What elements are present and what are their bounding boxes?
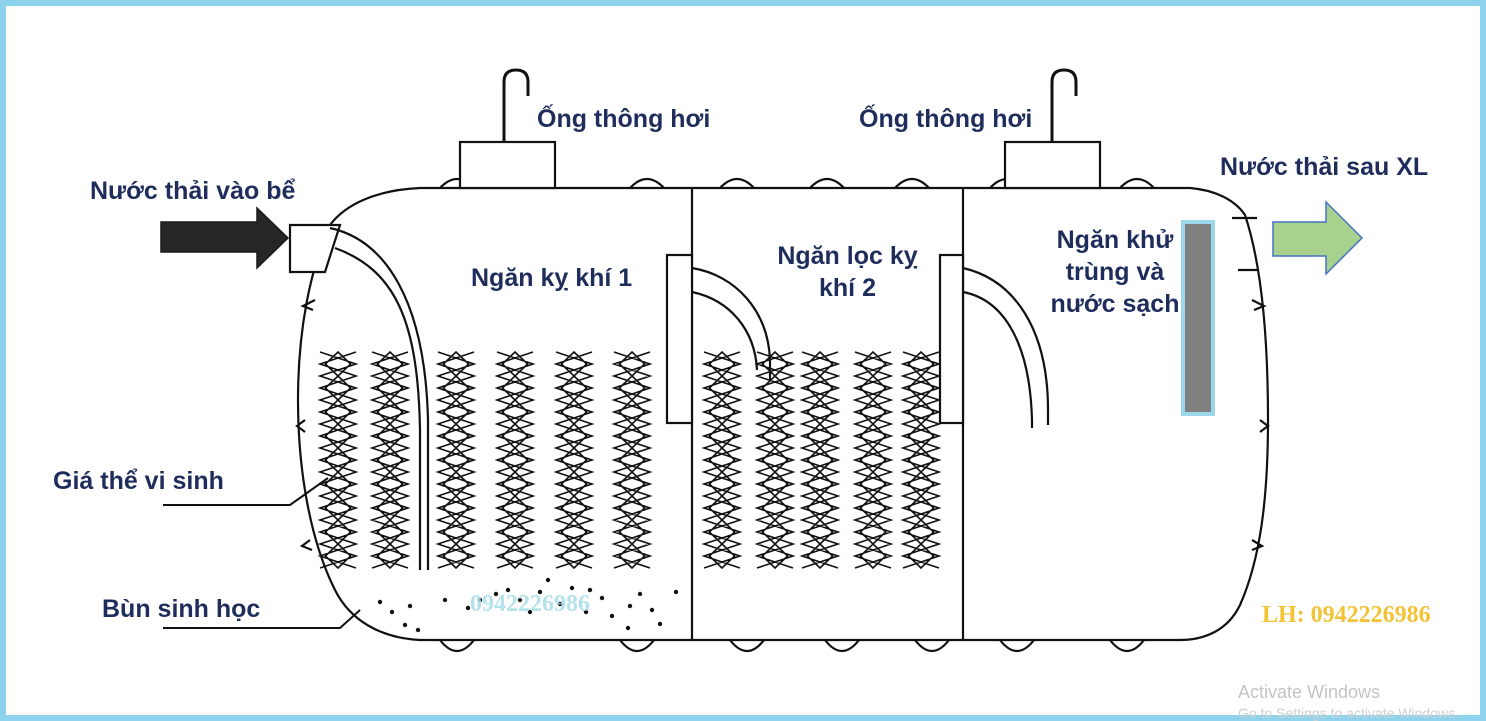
activate-windows-subtitle: Go to Settings to activate Windows. xyxy=(1238,705,1459,721)
inlet-pipe-inner xyxy=(334,246,422,570)
sludge-dot xyxy=(465,605,471,611)
sludge-dot xyxy=(505,587,511,593)
manhole-2 xyxy=(1003,140,1102,190)
bio-media-column xyxy=(900,350,942,570)
sludge-dot xyxy=(389,609,395,615)
sludge-dot xyxy=(599,595,605,601)
chamber-3-label: Ngăn khử trùng và nước sạch xyxy=(1045,224,1185,320)
outlet-pipe xyxy=(1232,216,1257,272)
bio-media-column xyxy=(611,350,653,570)
transfer-pipe-2-inner xyxy=(962,290,1034,428)
sludge-dot xyxy=(493,591,499,597)
sludge-dot xyxy=(377,599,383,605)
bio-media-column xyxy=(553,350,595,570)
sludge-dot xyxy=(517,597,523,603)
bio-media-column xyxy=(701,350,743,570)
contact-phone: LH: 0942226986 xyxy=(1262,602,1431,628)
chamber-2-label: Ngăn lọc kỵ khí 2 xyxy=(770,240,925,304)
chamber-2-label-line-1: Ngăn lọc kỵ xyxy=(777,242,918,270)
inlet-arrow xyxy=(160,206,290,270)
bio-sludge-leader xyxy=(163,609,361,629)
bio-media-column xyxy=(369,350,411,570)
sludge-dot xyxy=(442,597,448,603)
tank-top-ribs xyxy=(439,177,1155,189)
bio-media-column xyxy=(799,350,841,570)
chamber-3-label-line-1: Ngăn khử xyxy=(1056,226,1174,254)
tank-right-ribs xyxy=(1251,299,1270,552)
chamber-3-label-line-2: trùng và xyxy=(1065,258,1165,286)
sludge-dot xyxy=(415,627,421,633)
sludge-dot xyxy=(625,625,631,631)
sludge-dot xyxy=(673,589,679,595)
bio-media-column xyxy=(852,350,894,570)
tank-bottom-ribs xyxy=(439,639,1145,653)
sludge-dot xyxy=(477,597,483,603)
bio-media-column xyxy=(494,350,536,570)
bio-sludge-dots xyxy=(377,577,679,633)
tank-body-outline xyxy=(296,186,1270,642)
sludge-dot xyxy=(545,577,551,583)
outlet-label: Nước thải sau XL xyxy=(1220,153,1429,181)
outlet-arrow xyxy=(1272,200,1364,276)
chamber-1-label: Ngăn kỵ khí 1 xyxy=(471,264,633,292)
transfer-pipe-1-inner xyxy=(691,290,759,371)
sludge-dot xyxy=(557,601,563,607)
manhole-1 xyxy=(458,140,557,190)
bio-media-column xyxy=(317,350,359,570)
tank-left-ribs xyxy=(295,299,316,552)
sludge-dot xyxy=(407,603,413,609)
sludge-dot xyxy=(527,609,533,615)
sludge-dot xyxy=(627,603,633,609)
sludge-dot xyxy=(637,591,643,597)
activate-windows-title: Activate Windows xyxy=(1238,682,1381,702)
transfer-pipe-1 xyxy=(691,266,772,380)
transfer-box-2 xyxy=(938,253,965,425)
disinfection-rod xyxy=(1181,220,1215,416)
inlet-label: Nước thải vào bể xyxy=(90,177,296,205)
transfer-box-1 xyxy=(665,253,694,425)
inlet-box xyxy=(288,223,342,274)
sludge-dot xyxy=(609,613,615,619)
sludge-dot xyxy=(402,622,408,628)
bio-media-column xyxy=(435,350,477,570)
vent-pipe-2-shape xyxy=(1050,68,1078,142)
sludge-dot xyxy=(537,589,543,595)
sludge-dot xyxy=(587,587,593,593)
bio-media-leader xyxy=(163,477,329,506)
phone-watermark: 0942226986 xyxy=(470,591,590,617)
bio-media-columns xyxy=(317,350,942,570)
bio-media-column xyxy=(754,350,796,570)
chamber-2-label-line-2: khí 2 xyxy=(819,274,876,302)
sludge-dot xyxy=(583,609,589,615)
sludge-dot xyxy=(657,621,663,627)
vent-pipe-label-1: Ống thông hơi xyxy=(537,105,711,133)
bio-sludge-label: Bùn sinh học xyxy=(102,595,261,623)
vent-pipe-1-shape xyxy=(502,68,530,142)
inlet-pipe xyxy=(329,226,430,570)
vent-pipe-label-2: Ống thông hơi xyxy=(859,105,1033,133)
chamber-3-label-line-3: nước sạch xyxy=(1050,290,1180,318)
transfer-pipe-2 xyxy=(962,266,1050,425)
sludge-dot xyxy=(649,607,655,613)
sludge-dot xyxy=(569,585,575,591)
bio-media-label: Giá thể vi sinh xyxy=(53,467,224,495)
